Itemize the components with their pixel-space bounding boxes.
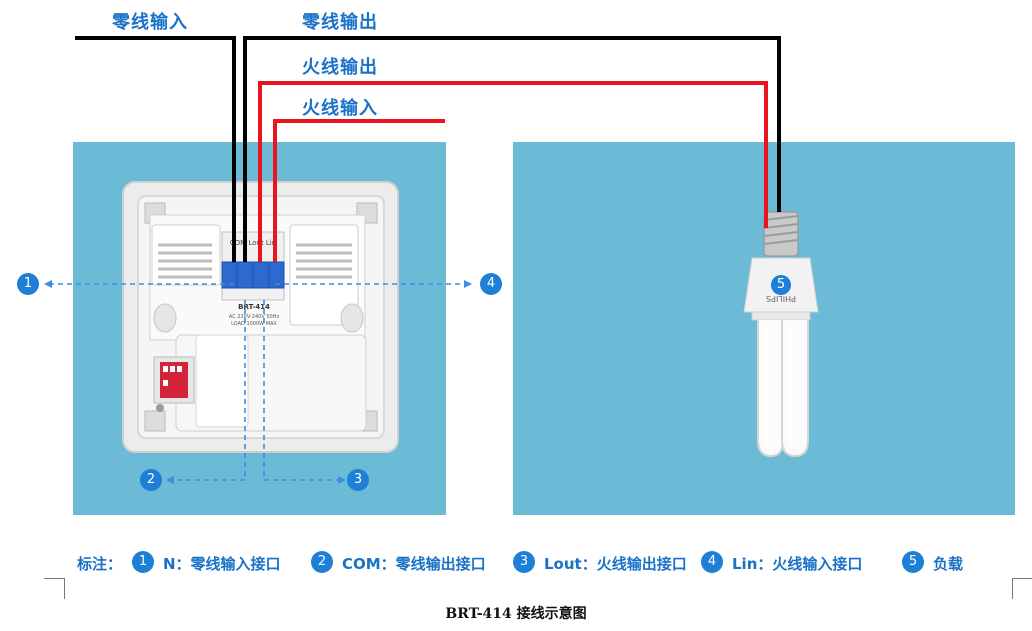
pointer-3: [263, 300, 342, 481]
arrowhead-3: [338, 476, 346, 484]
corner-mark-right: [1012, 578, 1032, 599]
pointer-2: [170, 300, 246, 481]
marker-4: 4: [480, 273, 502, 295]
cfl-bulb: PHILIPS: [743, 211, 819, 458]
switch-device: COM Lout Lin BRT-414 AC 220V-240V 50Hz L…: [122, 181, 399, 453]
wire-neutral-out: [243, 36, 781, 262]
legend-marker-5: 5: [902, 551, 924, 573]
legend-marker-1: 1: [132, 551, 154, 573]
device-spec-line1: AC 220V-240V 50Hz: [229, 314, 280, 320]
terminal-labels: COM Lout Lin: [230, 239, 276, 247]
legend-prefix: 标注：: [77, 555, 123, 573]
legend-marker-3: 3: [513, 551, 535, 573]
arrowhead-1: [44, 280, 52, 288]
marker-1: 1: [17, 273, 39, 295]
device-model-label: BRT-414: [238, 303, 270, 311]
marker-2: 2: [140, 469, 162, 491]
wire-live-in: [273, 119, 445, 262]
arrowhead-2: [166, 476, 174, 484]
legend-text-1: N：零线输入接口: [163, 555, 281, 573]
legend-text-5: 负载: [933, 555, 964, 573]
marker-3: 3: [347, 469, 369, 491]
label-live-out: 火线输出: [302, 57, 378, 78]
wire-neutral-in: [75, 36, 236, 262]
legend-text-2: COM：零线输出接口: [342, 555, 486, 573]
marker-5: 5: [771, 275, 791, 295]
legend-text-4: Lin：火线输入接口: [732, 555, 863, 573]
legend: 标注： 1 N：零线输入接口 2 COM：零线输出接口 3 Lout：火线输出接…: [77, 550, 1007, 576]
legend-marker-4: 4: [701, 551, 723, 573]
legend-text-3: Lout：火线输出接口: [544, 555, 687, 573]
wire-live-out: [258, 81, 768, 262]
bulb-brand: PHILIPS: [766, 294, 796, 303]
label-neutral-in: 零线输入: [112, 12, 188, 33]
corner-mark-left: [44, 578, 65, 599]
label-live-in: 火线输入: [302, 98, 378, 119]
legend-marker-2: 2: [311, 551, 333, 573]
figure-caption: BRT-414 接线示意图: [445, 606, 587, 622]
arrowhead-4: [464, 280, 472, 288]
device-spec-line2: LOAD 1000W MAX: [231, 321, 277, 327]
label-neutral-out: 零线输出: [302, 12, 378, 33]
